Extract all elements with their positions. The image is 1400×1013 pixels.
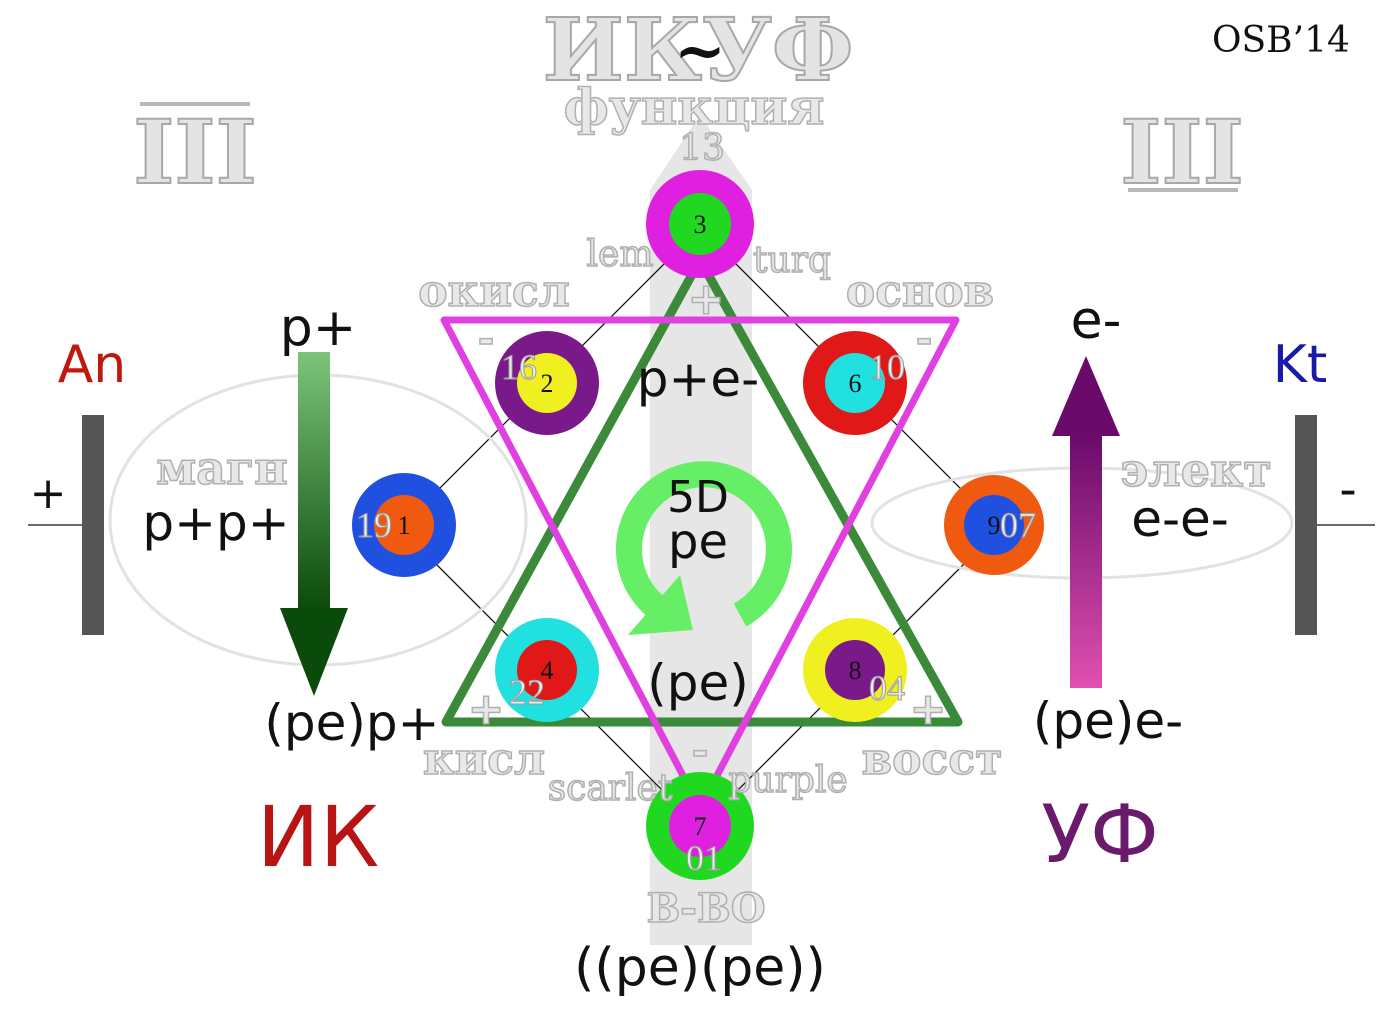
kisl-label: кисл (423, 734, 545, 785)
node-inner-number: 7 (694, 812, 707, 841)
node-inner-number: 1 (398, 511, 411, 540)
node-left: 119 (352, 473, 456, 577)
top-function: функция (564, 77, 825, 136)
left-down-arrow (280, 352, 348, 696)
node-inner-number: 2 (541, 369, 554, 398)
turq-label: turq (753, 240, 831, 281)
bottom-minus-sign: - (692, 727, 709, 774)
top-plus-sign: + (688, 274, 725, 325)
node-inner-number: 3 (694, 210, 707, 239)
green-triangle (441, 255, 963, 727)
lem-label: lem (587, 234, 654, 275)
node-bottom: 701 (646, 772, 754, 880)
right-minus-sign: - (916, 315, 933, 362)
node-inner-number: 8 (849, 656, 862, 685)
right-plus-sign: + (910, 684, 947, 735)
cycle-bottom-label: pe (668, 514, 728, 570)
cathode-electrode (1295, 415, 1375, 635)
center-bottom-formula: (pe) (647, 654, 749, 712)
cathode-label: Kt (1273, 335, 1328, 395)
magenta-triangle (440, 316, 960, 812)
node-inner-core (825, 640, 885, 700)
bottom-formula: ((pe)(pe)) (574, 938, 826, 998)
cycle-top-label: 5D (667, 472, 729, 523)
purple-label: purple (728, 760, 847, 801)
uf-region-label: УФ (1041, 788, 1159, 881)
anode-label: An (58, 335, 127, 395)
scarlet-label: scarlet (548, 768, 673, 809)
signature: OSB’14 (1212, 20, 1350, 61)
center-top-formula: p+e- (637, 350, 759, 408)
node-upper-left: 216 (495, 331, 599, 435)
node-lower-left: 422 (495, 618, 599, 722)
elekt-label: элект (1120, 443, 1271, 497)
node-top: 3 (646, 170, 754, 278)
node-inner-core (825, 353, 885, 413)
node-outer-number: 22 (509, 672, 545, 712)
node-outer-number: 04 (869, 668, 905, 708)
node-inner-core (517, 353, 577, 413)
anode-sign: + (30, 468, 67, 519)
right-up-arrow (1052, 356, 1120, 688)
cathode-sign: - (1339, 462, 1356, 518)
node-inner-number: 6 (849, 369, 862, 398)
left-arrow-top: p+ (280, 298, 357, 358)
magn-label: магн (156, 441, 288, 495)
node-outer-number: 19 (356, 505, 392, 545)
node-inner-core (374, 495, 434, 555)
left-minus-sign: - (478, 315, 495, 362)
left-oval-text: p+p+ (142, 494, 289, 552)
node-outer-number: 16 (501, 347, 537, 387)
top-number: 13 (679, 128, 725, 169)
cycle-arrow-icon (615, 461, 792, 635)
bottom-sub-label: В-ВО (646, 885, 765, 932)
node-outer-number: 01 (686, 838, 722, 878)
node-inner-number: 9 (988, 511, 1001, 540)
roman-right: III (1120, 100, 1244, 204)
right-arrow-bottom: (pe)e- (1033, 692, 1183, 750)
roman-left: III (133, 100, 257, 204)
top-title: ИКУФ (543, 0, 854, 101)
left-plus-sign: + (468, 684, 505, 735)
node-inner-core (964, 495, 1024, 555)
node-inner-core (517, 640, 577, 700)
osnov-label: основ (846, 266, 994, 317)
okisl-label: окисл (418, 266, 570, 317)
left-arrow-bottom: (pe)p+ (264, 694, 439, 752)
node-inner-core (669, 795, 731, 857)
anode-electrode (28, 415, 104, 635)
node-inner-number: 4 (541, 656, 554, 685)
right-oval-text: e-e- (1131, 490, 1229, 548)
top-tilde: ~ (674, 14, 726, 87)
right-arrow-top: e- (1071, 291, 1122, 351)
node-outer-number: 07 (1000, 505, 1036, 545)
ik-region-label: ИК (257, 788, 379, 886)
vosst-label: восст (862, 734, 1003, 785)
node-outer-number: 10 (869, 347, 905, 387)
node-inner-core (669, 193, 731, 255)
